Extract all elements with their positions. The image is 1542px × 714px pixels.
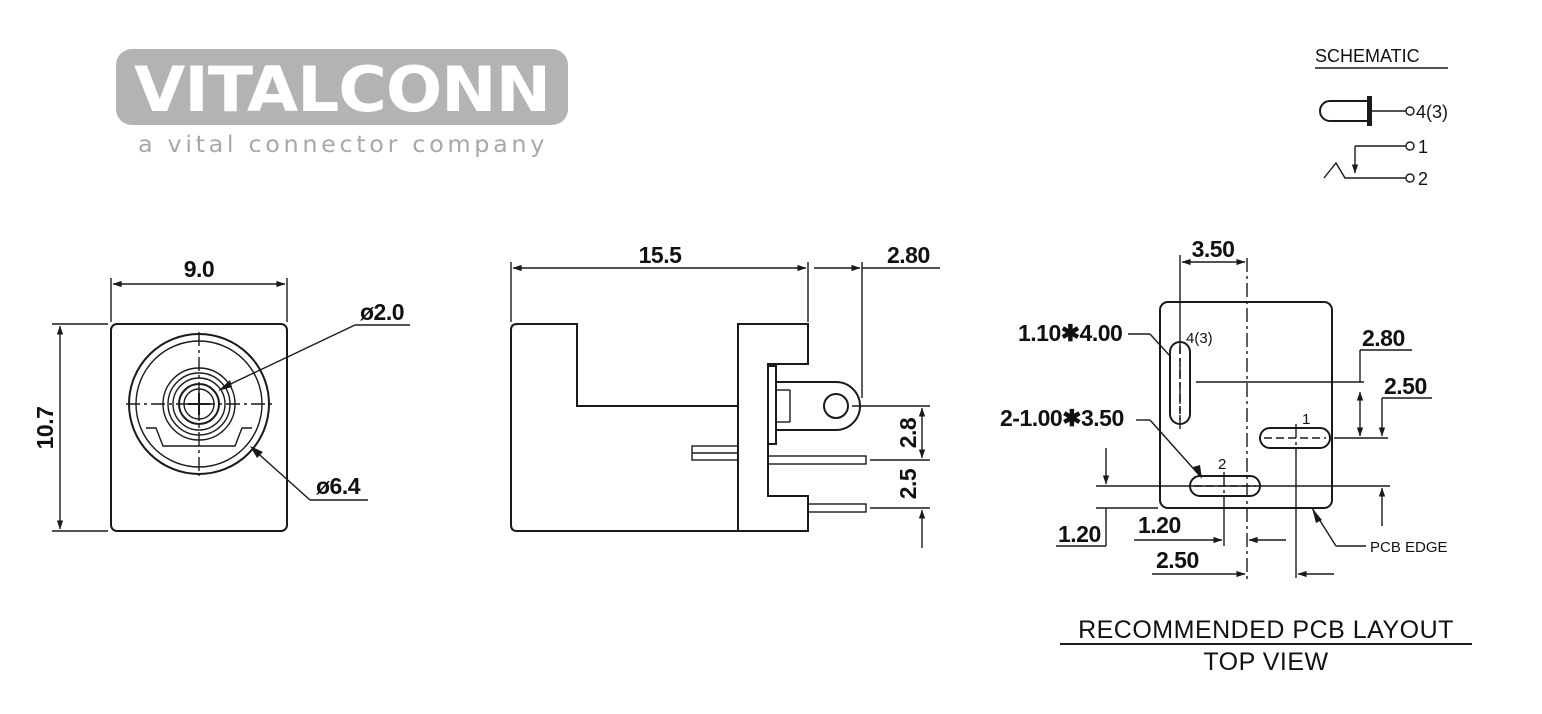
pcb-slot-size-small: 2-1.00✱3.50	[1000, 405, 1124, 431]
pcb-layout-title: RECOMMENDED PCB LAYOUT	[1078, 616, 1454, 644]
logo-name: VITALCONN	[134, 53, 550, 126]
pcb-left-dim: 1.20	[1058, 521, 1101, 547]
front-width-dim: 9.0	[184, 256, 214, 282]
front-view: 9.0 10.7 ø2.0 ø6.4	[32, 256, 410, 532]
logo-tagline: a vital connector company	[138, 132, 548, 158]
side-pitch-upper-dim: 2.8	[895, 417, 921, 448]
schematic-pin-2: 2	[1418, 169, 1428, 189]
side-length-dim: 15.5	[639, 242, 682, 268]
schematic-title: SCHEMATIC	[1315, 46, 1420, 66]
front-outer-diameter: ø6.4	[316, 473, 361, 499]
pcb-right-dim-lower: 2.50	[1384, 373, 1427, 399]
front-pin-diameter: ø2.0	[360, 299, 404, 325]
pcb-layout-subtitle: TOP VIEW	[1203, 648, 1328, 676]
schematic-pin-4: 4(3)	[1416, 102, 1448, 122]
pcb-edge-label: PCB EDGE	[1370, 539, 1448, 556]
side-offset-dim: 2.80	[887, 242, 930, 268]
pcb-slot-size-large: 1.10✱4.00	[1018, 320, 1122, 346]
pcb-pin-label-1: 1	[1302, 411, 1310, 428]
pcb-bottom-dim-upper: 1.20	[1138, 512, 1181, 538]
pcb-top-dim: 3.50	[1192, 236, 1235, 262]
pcb-pin-label-2: 2	[1218, 456, 1226, 473]
pcb-bottom-dim-lower: 2.50	[1156, 547, 1199, 573]
schematic: SCHEMATIC 4(3) 1 2	[1315, 46, 1448, 189]
pcb-pin-label-4: 4(3)	[1186, 330, 1213, 347]
side-pitch-lower-dim: 2.5	[895, 468, 921, 499]
schematic-pin-1: 1	[1418, 137, 1428, 157]
front-height-dim: 10.7	[32, 407, 58, 450]
pcb-right-dim-upper: 2.80	[1362, 325, 1405, 351]
logo-plate	[116, 49, 568, 125]
company-logo: VITALCONN a vital connector company	[116, 49, 568, 158]
side-view: 15.5 2.80 2.8 2.5	[510, 242, 940, 548]
pcb-layout: 4(3) 1 2 1.10✱4.00 2-1.00✱3.50 3.50 2.80…	[1000, 236, 1472, 676]
